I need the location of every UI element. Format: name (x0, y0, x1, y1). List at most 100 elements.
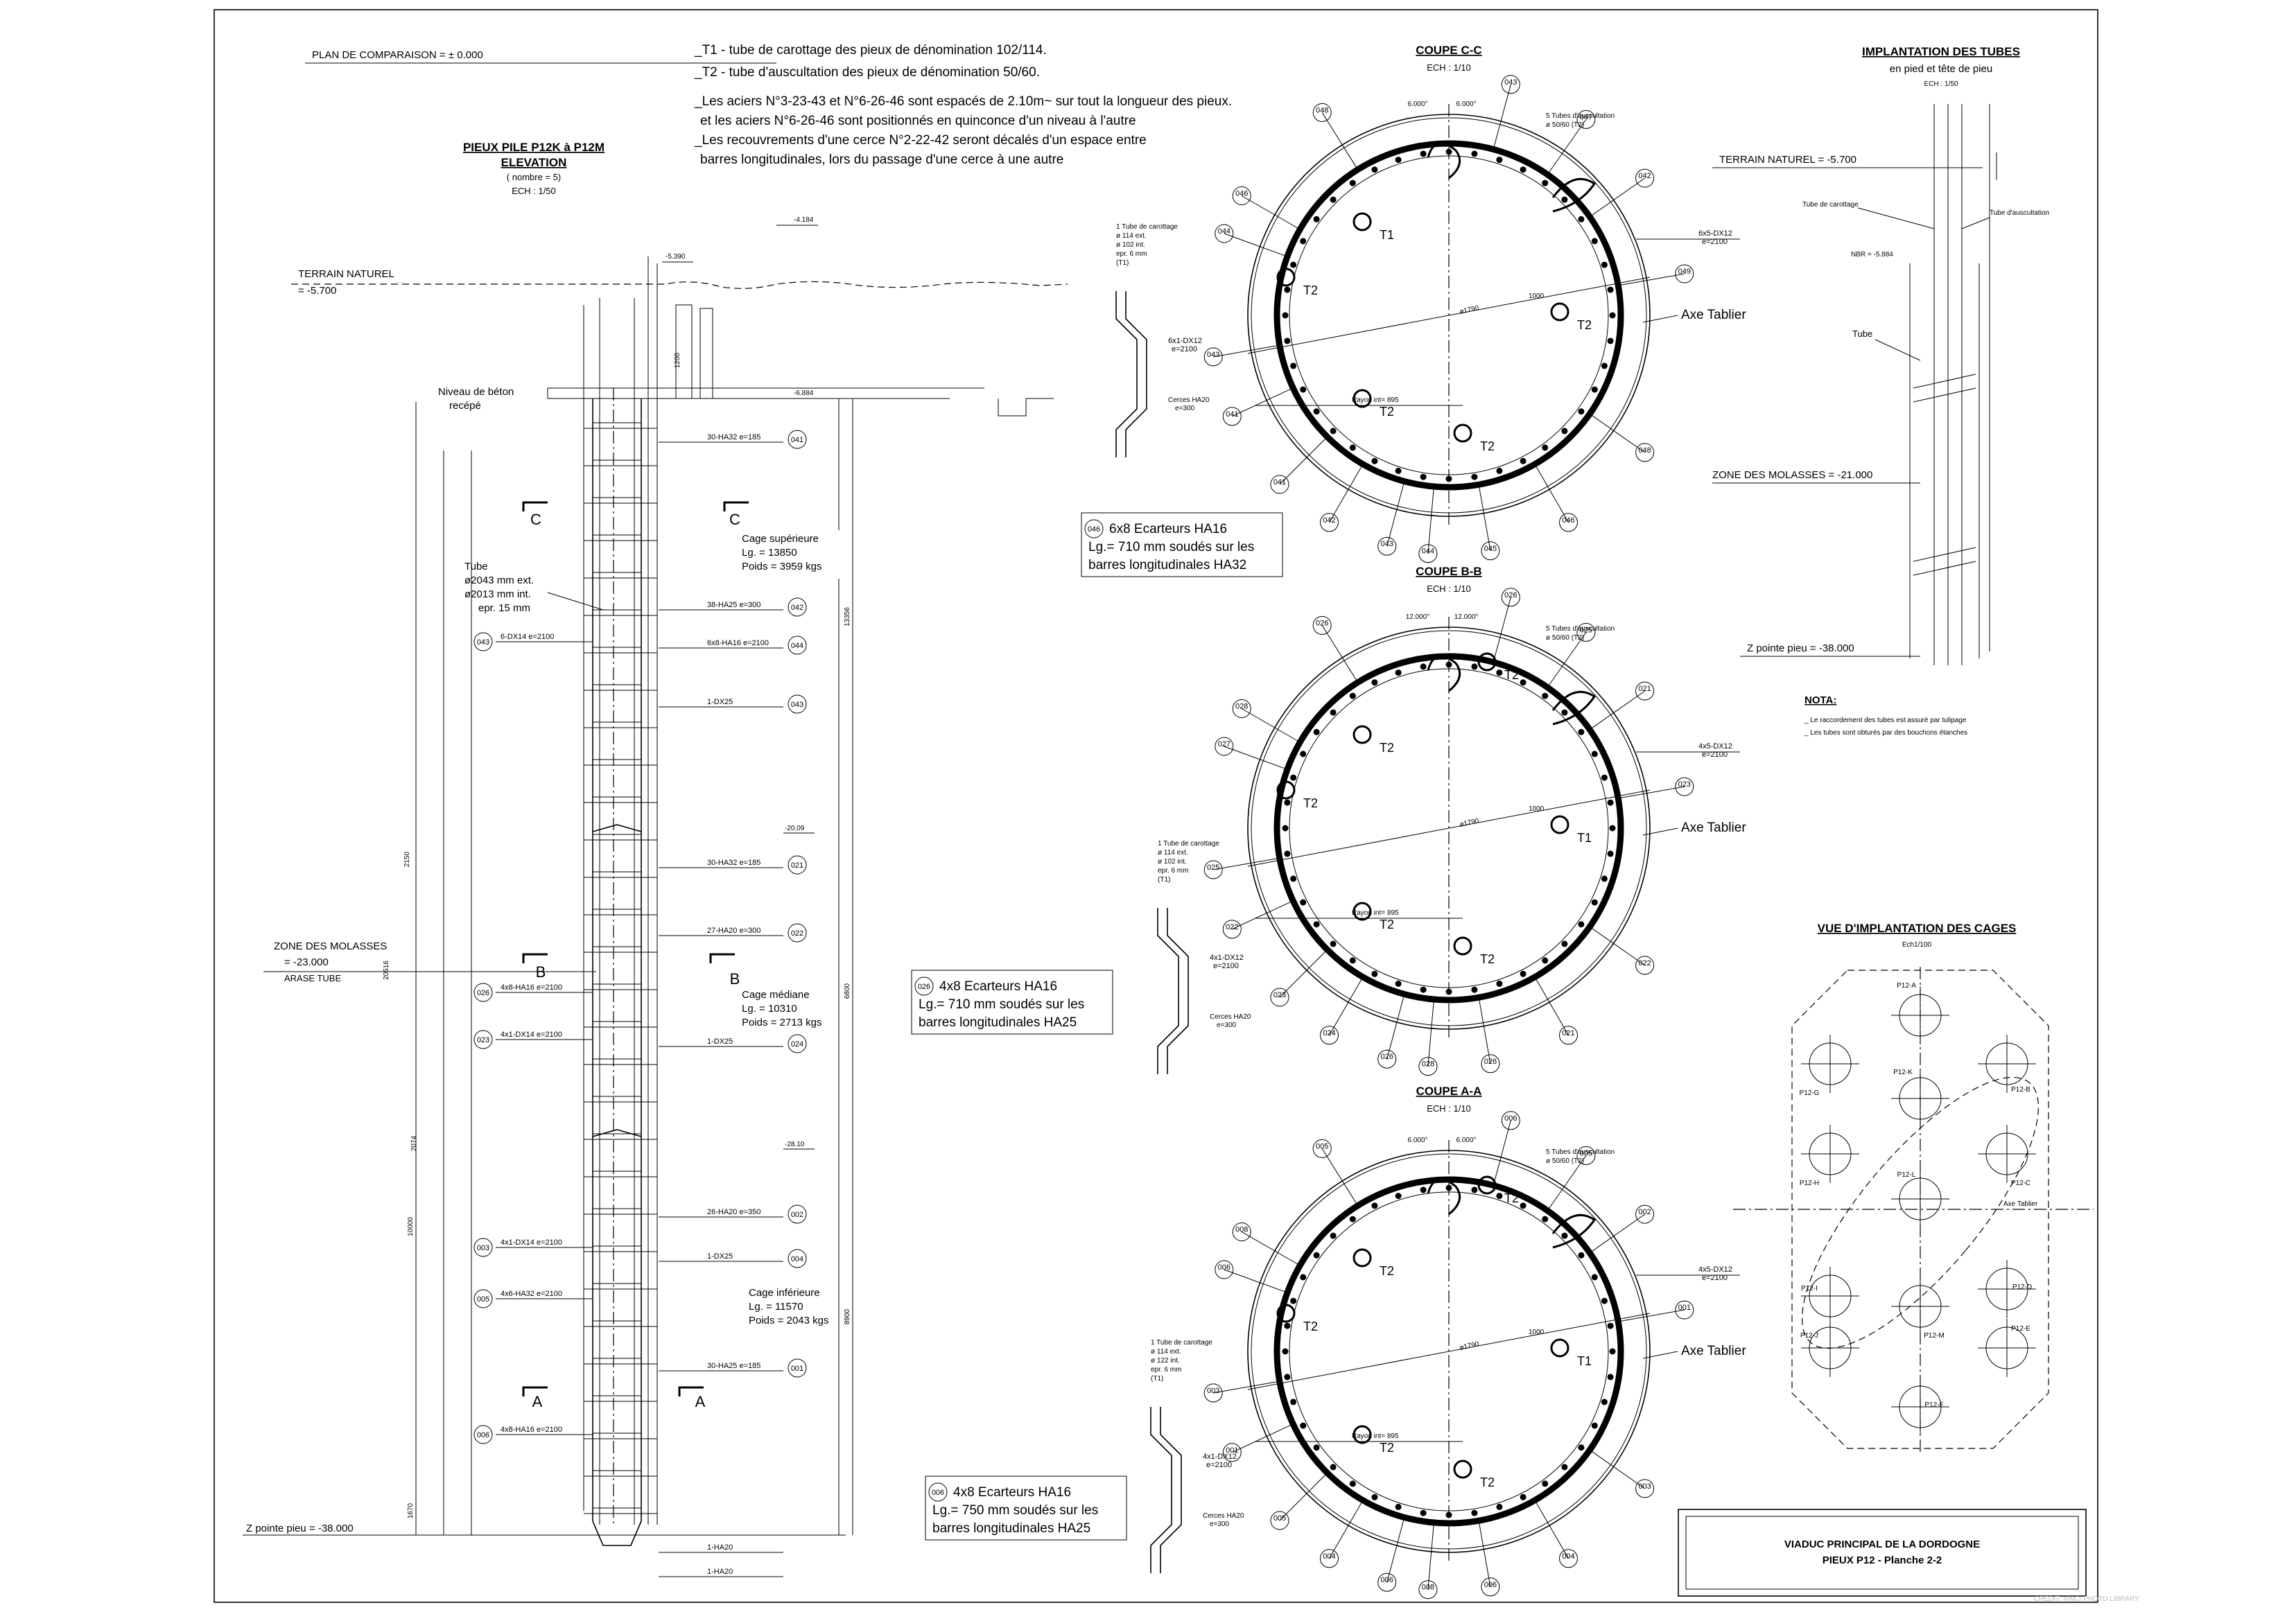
section-mark-b: B B (522, 953, 740, 988)
auscultation-size: ø 50/60 (T2) (1546, 121, 1584, 129)
dim-label: 1000 (1529, 292, 1545, 300)
ref-bubble: 002 (788, 1204, 807, 1224)
cage-sup-callout: Cage supérieure Lg. = 13850 Poids = 3959… (731, 530, 846, 579)
carottage-label: ø 114 ext. (1116, 232, 1147, 240)
cage-layout-view: VUE D'IMPLANTATION DES CAGES Ech1/100 P1… (1733, 922, 2094, 1455)
ref-number: 005 (1316, 1142, 1328, 1150)
rayon-label: Rayon int= 895 (1352, 909, 1399, 917)
svg-text:C: C (729, 511, 740, 528)
pile-location: P12-A (1891, 982, 1949, 1044)
legend-line: 4x8 Ecarteurs HA16 (953, 1485, 1071, 1500)
ref-bubble: 003 (473, 1238, 493, 1257)
bar-label: 4x1-DX14 e=2100 (501, 1238, 562, 1247)
tube-label: T2 (1303, 1320, 1318, 1333)
svg-text:epr. 15 mm: epr. 15 mm (478, 602, 530, 614)
bar-spec: 4x5-DX12 (1698, 742, 1732, 751)
ref-number: 042 (1638, 172, 1651, 180)
ref-number: 026 (477, 989, 489, 997)
pile-label: P12-F (1924, 1401, 1943, 1409)
bar-spec: e=2100 (1206, 1461, 1232, 1469)
legend-line: barres longitudinales HA25 (919, 1015, 1077, 1030)
pile-location: P12-F (1891, 1378, 1949, 1436)
ref-number: 048 (1638, 446, 1651, 455)
ref-number: 026 (1381, 1053, 1393, 1061)
ref-bubble: 024 (1320, 1026, 1339, 1045)
impl-molasses: ZONE DES MOLASSES = -21.000 (1712, 469, 1872, 481)
ref-number: 022 (1226, 923, 1238, 931)
ref-bubble: 042 (1320, 513, 1339, 532)
ref-bubble: 042 (788, 597, 807, 617)
legend-line: Lg.= 750 mm soudés sur les (932, 1503, 1098, 1518)
level-label: -20.09 (785, 825, 805, 832)
bar-label: 1-HA20 (707, 1543, 733, 1552)
cerces-label: Cerces HA20 (1168, 396, 1210, 404)
carottage-label: 1 Tube de carottage (1116, 223, 1178, 231)
sheet-border (214, 9, 2098, 1603)
svg-text:Lg. = 10310: Lg. = 10310 (742, 1003, 797, 1015)
carottage-label: (T1) (1158, 876, 1170, 884)
ref-number: 006 (477, 1431, 489, 1439)
cerces-spacing: e=300 (1217, 1022, 1237, 1029)
ref-number: 006 (1381, 1576, 1393, 1584)
auscultation-label: 5 Tubes d'auscultation (1546, 1148, 1615, 1156)
svg-text:Lg. = 13850: Lg. = 13850 (742, 547, 797, 559)
pile-location: P12-J (1800, 1319, 1859, 1377)
bar-spec: 4x1-DX12 (1210, 954, 1244, 962)
ref-number: 046 (1088, 525, 1100, 534)
niveau-beton-2: recépé (449, 400, 481, 412)
ref-number: 043 (791, 701, 803, 709)
ref-bubble: 046 (1232, 186, 1251, 205)
tube-label: T2 (1480, 439, 1495, 453)
auscultation-label: 5 Tubes d'auscultation (1546, 112, 1615, 120)
molasses-value: = -23.000 (284, 956, 329, 968)
nota: NOTA: _ Le raccordement des tubes est as… (1804, 694, 1967, 737)
ref-bubble: 026 (1312, 615, 1332, 635)
svg-text:Tube: Tube (464, 561, 488, 572)
ref-number: 004 (1562, 1552, 1574, 1561)
rayon-label: Rayon int= 895 (1352, 396, 1399, 404)
auscultation-size: ø 50/60 (T2) (1546, 1157, 1584, 1165)
bar-spec: 4x1-DX12 (1203, 1453, 1237, 1461)
pile-label: P12-D (2012, 1283, 2032, 1291)
pile-label: P12-J (1800, 1332, 1818, 1340)
ref-number: 003 (1638, 1482, 1651, 1491)
ref-bubble: 041 (1270, 475, 1289, 494)
angle-label: 6.000° (1407, 1137, 1427, 1144)
cages-title: VUE D'IMPLANTATION DES CAGES (1818, 922, 2017, 935)
right-callout: 1-HA20 (659, 1543, 783, 1553)
carottage-label: ø 114 ext. (1151, 1348, 1181, 1356)
ref-bubble: 001 (1222, 1443, 1242, 1462)
implantation-subtitle: en pied et tête de pieu (1890, 63, 1992, 75)
bar-spec: e=2100 (1702, 751, 1728, 759)
ref-bubble: 023 (1270, 988, 1289, 1007)
pile-label: P12-M (1924, 1332, 1944, 1340)
carottage-label: (T1) (1116, 259, 1129, 267)
svg-text:Lg. = 11570: Lg. = 11570 (749, 1301, 803, 1313)
svg-text:A: A (695, 1393, 706, 1410)
ref-number: 042 (791, 604, 803, 612)
bar-label: 6x8-HA16 e=2100 (707, 639, 769, 647)
tube-label: T2 (1380, 1264, 1394, 1278)
ref-number: 001 (791, 1365, 803, 1373)
ref-bubble: 005 (1312, 1139, 1332, 1158)
ref-number: 044 (1422, 547, 1434, 556)
ref-number: 002 (791, 1211, 803, 1219)
ref-bubble: 004 (1320, 1549, 1339, 1568)
svg-text:Poids = 2043 kgs: Poids = 2043 kgs (749, 1315, 829, 1326)
section-title: COUPE A-A (1416, 1085, 1482, 1098)
ref-number: 028 (1422, 1060, 1434, 1069)
ref-number: 024 (1323, 1029, 1335, 1037)
ref-bubble: 025 (1576, 622, 1596, 642)
ref-bubble: 006 (928, 1482, 948, 1502)
pile-label: P12-L (1897, 1171, 1916, 1179)
ref-number: 005 (1580, 1149, 1592, 1157)
ref-number: 043 (1207, 351, 1219, 359)
tube-label: T1 (1577, 1354, 1592, 1368)
general-notes: _T1 - tube de carottage des pieux de dén… (694, 43, 1232, 167)
legend-line: barres longitudinales HA32 (1088, 558, 1246, 572)
diameter-label: ø1790 (1459, 304, 1479, 316)
